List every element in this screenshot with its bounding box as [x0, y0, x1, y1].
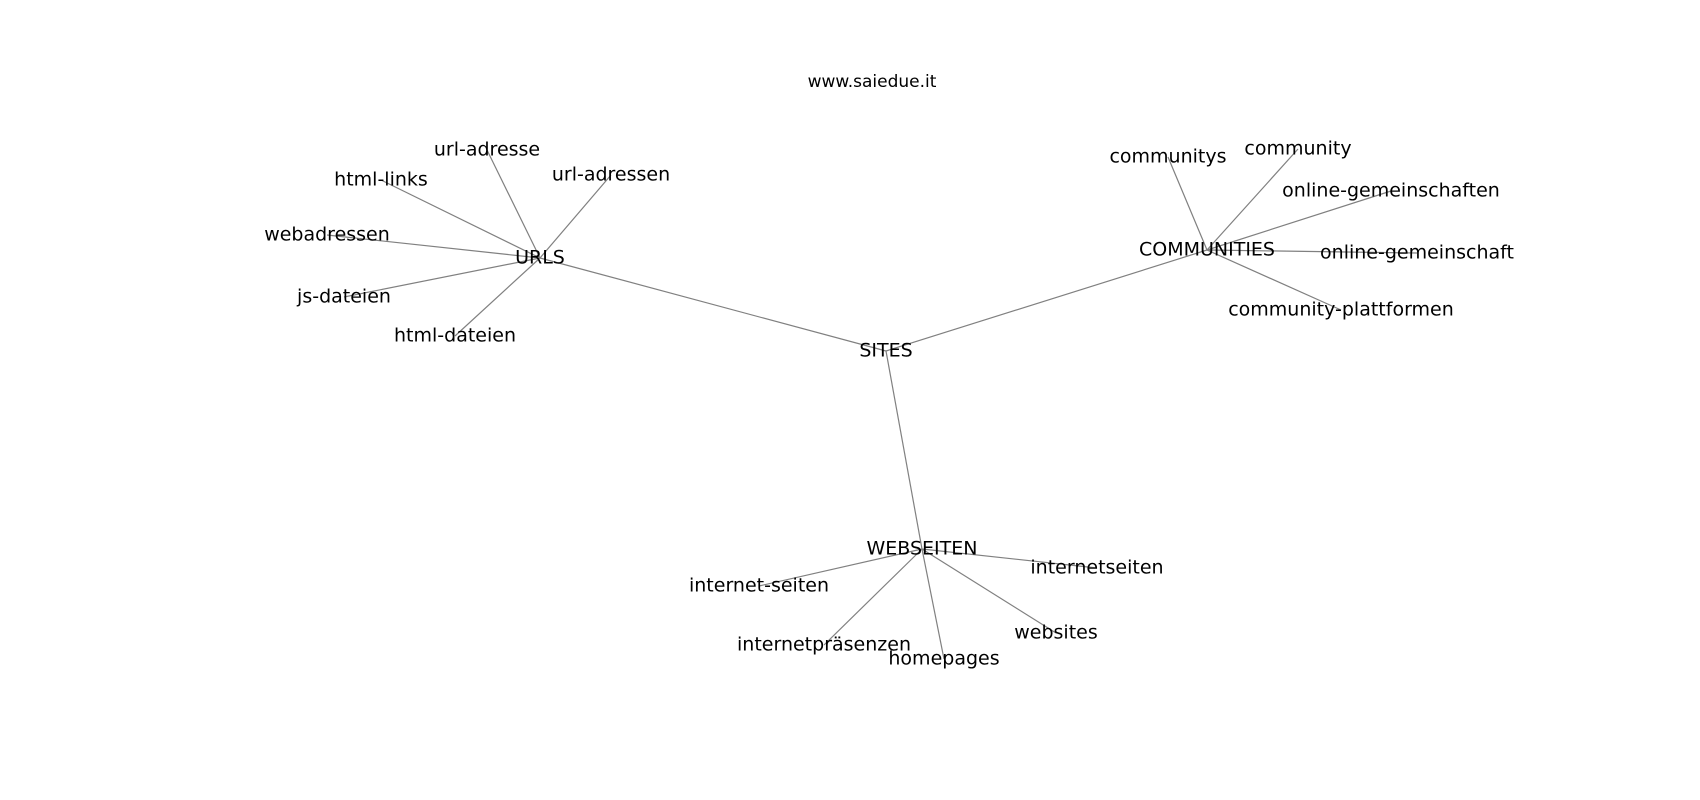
edge-communities-online-gemeinschaften — [1206, 190, 1392, 251]
node-websites: websites — [1014, 622, 1098, 644]
diagram-title: www.saiedue.it — [808, 72, 937, 92]
edge-urls-url-adressen — [539, 174, 612, 259]
edge-communities-community — [1206, 148, 1299, 251]
node-communities: COMMUNITIES — [1139, 239, 1275, 261]
node-url-adresse: url-adresse — [434, 139, 540, 161]
node-js-dateien: js-dateien — [296, 286, 391, 308]
edge-urls-js-dateien — [343, 257, 541, 298]
edge-urls-html-links — [380, 179, 541, 259]
node-online-gemeinschaft: online-gemeinschaft — [1320, 242, 1514, 264]
labels-layer: www.saiedue.it SITES URLS COMMUNITIES WE… — [264, 72, 1514, 670]
edge-sites-urls — [539, 257, 887, 352]
edge-webseiten-websites — [921, 548, 1057, 634]
edges-layer — [326, 148, 1418, 660]
edge-webseiten-internetseiten — [921, 548, 1098, 569]
node-online-gemeinschaften: online-gemeinschaften — [1282, 180, 1500, 202]
edge-webseiten-homepages — [921, 548, 945, 660]
node-internetpraesenzen: internetpräsenzen — [737, 634, 911, 656]
edge-webseiten-internet-seiten — [758, 548, 923, 587]
edge-webseiten-internetpraesenzen — [823, 548, 923, 646]
node-internet-seiten: internet-seiten — [689, 575, 829, 597]
node-community: community — [1244, 138, 1351, 160]
edge-urls-url-adresse — [486, 149, 541, 259]
node-internetseiten: internetseiten — [1030, 557, 1163, 579]
edge-urls-webadressen — [326, 234, 541, 259]
edge-communities-online-gemeinschaft — [1206, 249, 1418, 254]
edge-sites-communities — [885, 249, 1208, 352]
edge-communities-communitys — [1167, 156, 1208, 251]
node-webseiten: WEBSEITEN — [867, 538, 978, 560]
edge-urls-html-dateien — [454, 257, 541, 337]
node-homepages: homepages — [888, 648, 999, 670]
node-urls: URLS — [515, 247, 565, 269]
edge-sites-webseiten — [885, 350, 923, 550]
node-url-adressen: url-adressen — [552, 164, 670, 186]
node-html-links: html-links — [334, 169, 428, 191]
node-communitys: communitys — [1109, 146, 1226, 168]
node-community-plattformen: community-plattformen — [1228, 299, 1454, 321]
edge-communities-community-plattformen — [1206, 249, 1342, 311]
node-webadressen: webadressen — [264, 224, 390, 246]
node-html-dateien: html-dateien — [394, 325, 516, 347]
node-sites: SITES — [859, 340, 912, 362]
